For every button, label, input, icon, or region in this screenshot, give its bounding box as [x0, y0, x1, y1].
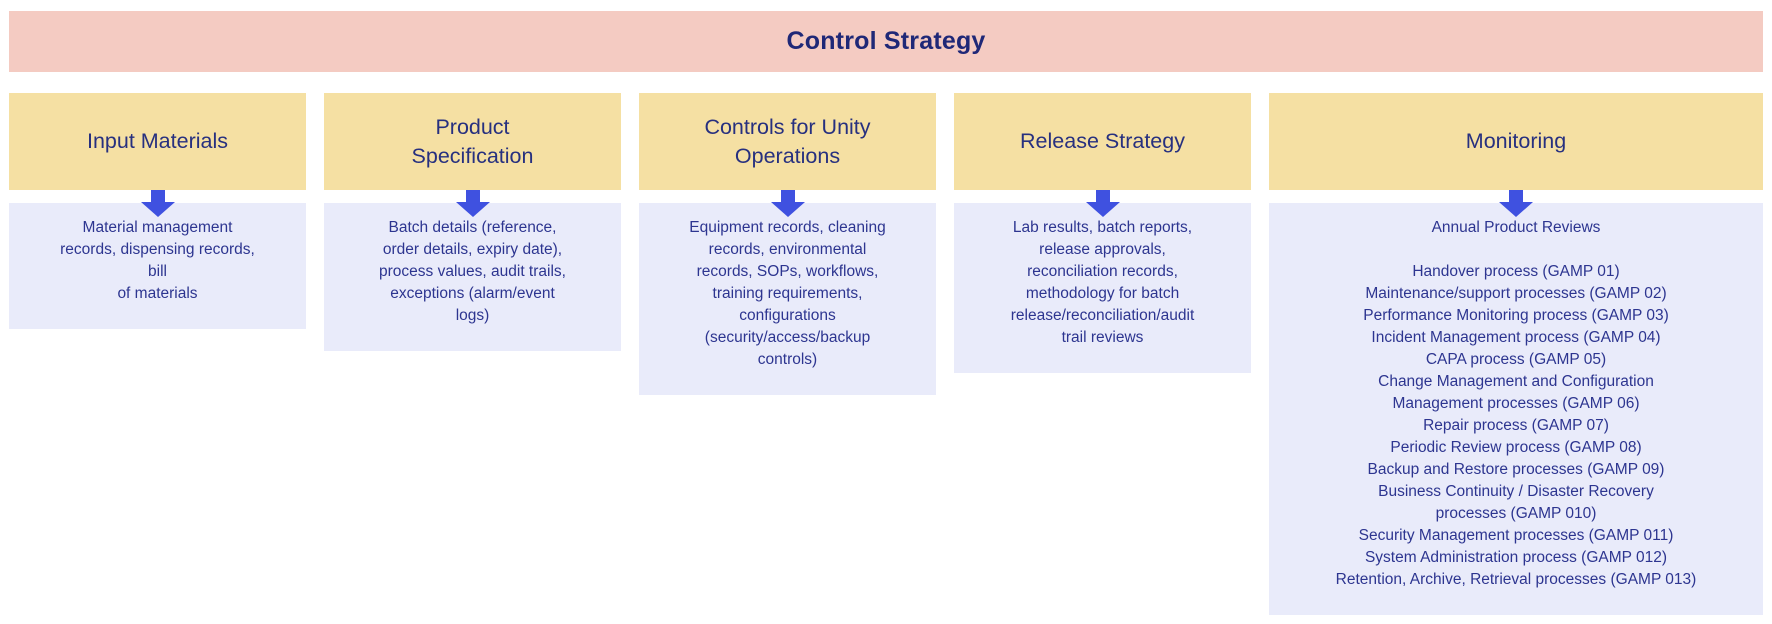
- column-body-monitoring: Annual Product Reviews Handover process …: [1269, 203, 1763, 615]
- column-header-input-materials: Input Materials: [9, 93, 306, 190]
- banner: Control Strategy: [9, 11, 1763, 72]
- column-input-materials: Input Materials Material management reco…: [9, 93, 306, 329]
- column-body-release-strategy: Lab results, batch reports, release appr…: [954, 203, 1251, 373]
- arrow-connector: [9, 190, 306, 217]
- column-header-product-specification: Product Specification: [324, 93, 621, 190]
- down-arrow-icon: [1085, 190, 1120, 217]
- down-arrow-icon: [140, 190, 175, 217]
- arrow-connector: [639, 190, 936, 217]
- arrow-connector: [324, 190, 621, 217]
- down-arrow-icon: [455, 190, 490, 217]
- column-controls-for-unity-operations: Controls for Unity Operations Equipment …: [639, 93, 936, 395]
- column-body-input-materials: Material management records, dispensing …: [9, 203, 306, 329]
- column-header-release-strategy: Release Strategy: [954, 93, 1251, 190]
- column-product-specification: Product Specification Batch details (ref…: [324, 93, 621, 351]
- column-monitoring: Monitoring Annual Product Reviews Handov…: [1269, 93, 1763, 615]
- column-header-monitoring: Monitoring: [1269, 93, 1763, 190]
- column-header-controls-for-unity-operations: Controls for Unity Operations: [639, 93, 936, 190]
- arrow-connector: [1269, 190, 1763, 217]
- down-arrow-icon: [1499, 190, 1533, 217]
- column-body-product-specification: Batch details (reference, order details,…: [324, 203, 621, 351]
- column-body-controls-for-unity-operations: Equipment records, cleaning records, env…: [639, 203, 936, 395]
- down-arrow-icon: [770, 190, 805, 217]
- page-title: Control Strategy: [786, 27, 986, 55]
- column-release-strategy: Release Strategy Lab results, batch repo…: [954, 93, 1251, 373]
- columns-row: Input Materials Material management reco…: [9, 93, 1763, 615]
- arrow-connector: [954, 190, 1251, 217]
